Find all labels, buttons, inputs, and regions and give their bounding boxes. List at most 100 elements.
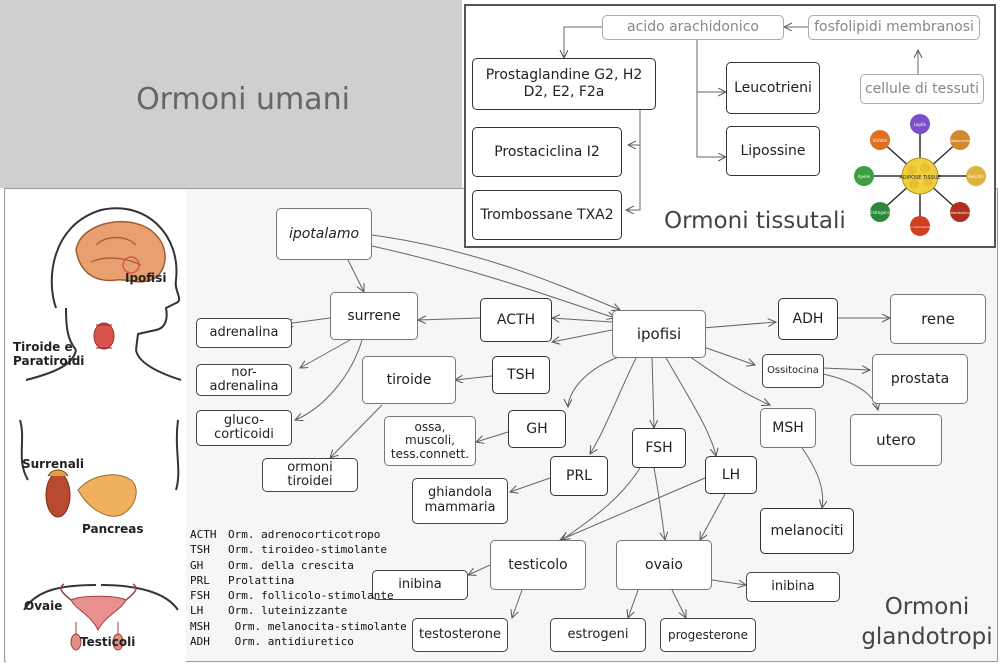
node-ormoni-tiroidei: ormoni tiroidei (262, 458, 358, 492)
node-ipotalamo-label: ipotalamo (288, 225, 360, 242)
anatomy-label-ovaie: Ovaie (24, 599, 63, 613)
node-rene-label: rene (921, 310, 955, 328)
node-leucotrieni-label: Leucotrieni (734, 79, 812, 96)
legend-abbr: LH (190, 604, 204, 618)
node-inibina-right: inibina (746, 572, 840, 602)
node-ghiandola-line2: mammaria (424, 500, 496, 515)
adipose-sat-0: Leptin (914, 122, 927, 127)
node-prl: PRL (550, 456, 608, 496)
node-adh-label: ADH (792, 310, 824, 327)
node-tiroide: tiroide (362, 356, 456, 404)
node-lh: LH (705, 456, 757, 494)
node-inibina-right-label: inibina (771, 579, 815, 595)
node-lipossine-label: Lipossine (740, 142, 806, 159)
node-prostaglandine-line1: Prostaglandine G2, H2 (485, 67, 643, 84)
node-glucocorticoidi: gluco- corticoidi (196, 410, 292, 446)
anatomy-label-testicoli: Testicoli (80, 635, 136, 649)
node-ossitocina-label: Ossitocina (767, 365, 819, 376)
node-prostaciclina: Prostaciclina I2 (472, 127, 622, 177)
node-inibina-left: inibina (372, 570, 468, 600)
node-ovaio: ovaio (616, 540, 712, 590)
node-ormoni-tiroidei-line1: ormoni (287, 459, 333, 475)
adipose-sat-5: Estrogens (870, 210, 890, 215)
legend-abbr: ADH (190, 635, 210, 649)
node-prostata: prostata (872, 354, 968, 404)
adipose-center-label: ADIPOSE TISSUE (899, 175, 940, 181)
node-trombossane-label: Trombossane TXA2 (480, 206, 614, 223)
adipose-sat-3: Interleukins (950, 211, 971, 215)
node-testicolo: testicolo (490, 540, 586, 590)
anatomy-label-surrenali: Surrenali (22, 457, 85, 471)
node-fsh-label: FSH (645, 439, 673, 456)
legend-text: Prolattina (228, 573, 295, 587)
node-gh: GH (508, 410, 566, 448)
node-ossa-line2: muscoli, (405, 433, 455, 448)
node-msh-label: MSH (772, 419, 804, 436)
node-ormoni-tiroidei-line2: tiroidei (287, 474, 333, 489)
main-title-panel (0, 0, 462, 188)
anatomy-label-ipofisi: Ipofisi (125, 271, 167, 285)
legend-abbr: FSH (190, 589, 210, 603)
adipose-sat-7: Visfatin (873, 138, 888, 143)
legend-text: Orm. adrenocorticotropo (228, 528, 381, 541)
anatomy-label-pancreas: Pancreas (82, 522, 144, 536)
node-melanociti: melanociti (760, 508, 854, 554)
node-ossa-line3: tess.connett. (390, 446, 470, 461)
tissue-title: Ormoni tissutali (664, 208, 846, 234)
node-msh: MSH (760, 408, 816, 448)
node-ipofisi-label: ipofisi (636, 325, 682, 343)
node-ipofisi: ipofisi (612, 310, 706, 358)
main-title: Ormoni umani (136, 82, 350, 117)
node-fosfo-label: fosfolipidi membranosi (814, 19, 974, 36)
node-lh-label: LH (721, 466, 741, 483)
node-ipotalamo: ipotalamo (276, 208, 372, 260)
node-testicolo-label: testicolo (508, 556, 568, 573)
node-prl-label: PRL (566, 467, 592, 484)
anatomy-illustration (6, 190, 186, 662)
node-gluco-line1: gluco- (223, 412, 265, 428)
node-fosfolipidi: fosfolipidi membranosi (808, 15, 980, 40)
anatomy-label-tiroide-1: Tiroide e (13, 340, 73, 354)
node-surrene-label: surrene (347, 307, 401, 324)
legend-text: Orm. luteinizzante (228, 604, 348, 618)
node-melanociti-label: melanociti (770, 522, 844, 539)
node-noradrenalina-line1: nor- (231, 364, 257, 380)
legend-text: Orm. tiroideo-stimolante (228, 543, 387, 557)
node-ossitocina: Ossitocina (762, 354, 824, 388)
node-acido-label: acido arachidonico (627, 19, 759, 36)
legend-row: FSH Orm. follicolo-stimolante (190, 588, 407, 603)
node-cellule-tessuti: cellule di tessuti (860, 74, 984, 104)
node-prostaglandine: Prostaglandine G2, H2 D2, E2, F2a (472, 58, 656, 110)
node-ovaio-label: ovaio (645, 556, 683, 573)
node-prostaglandine-line2: D2, E2, F2a (523, 84, 605, 100)
node-utero: utero (850, 414, 942, 466)
adipose-tissue-image: ADIPOSE TISSUE Leptin Adiponectin Resist… (854, 114, 986, 236)
node-ghiandola-line1: ghiandola (427, 485, 493, 501)
adipose-sat-4: Tumor necrosis factor (903, 225, 937, 229)
node-testosterone-label: testosterone (418, 627, 502, 643)
node-noradrenalina: nor- adrenalina (196, 364, 292, 396)
node-acth: ACTH (480, 298, 552, 342)
legend-text: Orm. follicolo-stimolante (228, 589, 394, 603)
node-gluco-line2: corticoidi (214, 427, 274, 442)
node-fsh: FSH (632, 428, 686, 468)
node-ossa-muscoli: ossa, muscoli, tess.connett. (384, 416, 476, 466)
node-inibina-left-label: inibina (398, 577, 442, 593)
legend-abbr: GH (190, 558, 204, 572)
legend-row: MSH Orm. melanocita-stimolante (190, 619, 407, 634)
node-leucotrieni: Leucotrieni (726, 62, 820, 114)
node-progesterone: progesterone (660, 618, 756, 652)
node-surrene: surrene (330, 292, 418, 340)
node-prostata-label: prostata (890, 370, 950, 387)
node-utero-label: utero (876, 431, 916, 449)
node-adrenalina: adrenalina (196, 318, 292, 348)
node-ghiandola-mammaria: ghiandola mammaria (412, 478, 508, 524)
node-tsh: TSH (492, 356, 550, 394)
glando-title-1: Ormoni (884, 594, 970, 620)
adipose-sat-2: Resistin (968, 174, 984, 179)
